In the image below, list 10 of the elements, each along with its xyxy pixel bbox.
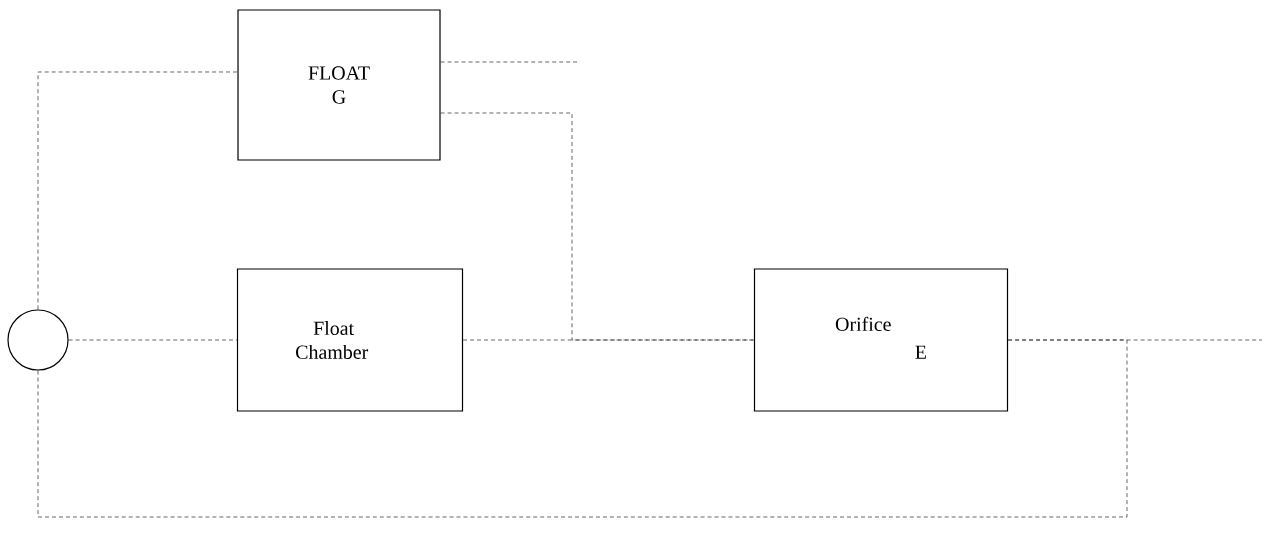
- dashed-line: [462, 339, 755, 341]
- dashed-line: [37, 71, 238, 310]
- process-box: Float Chamber: [236, 268, 464, 412]
- dashed-line: [68, 339, 238, 341]
- dashed-line: [440, 61, 579, 63]
- process-box: FLOAT G: [237, 9, 441, 161]
- dashed-line: [440, 112, 755, 341]
- process-box: Orifice E: [753, 268, 1009, 412]
- junction-circle: [7, 309, 69, 371]
- dashed-line: [37, 339, 1128, 518]
